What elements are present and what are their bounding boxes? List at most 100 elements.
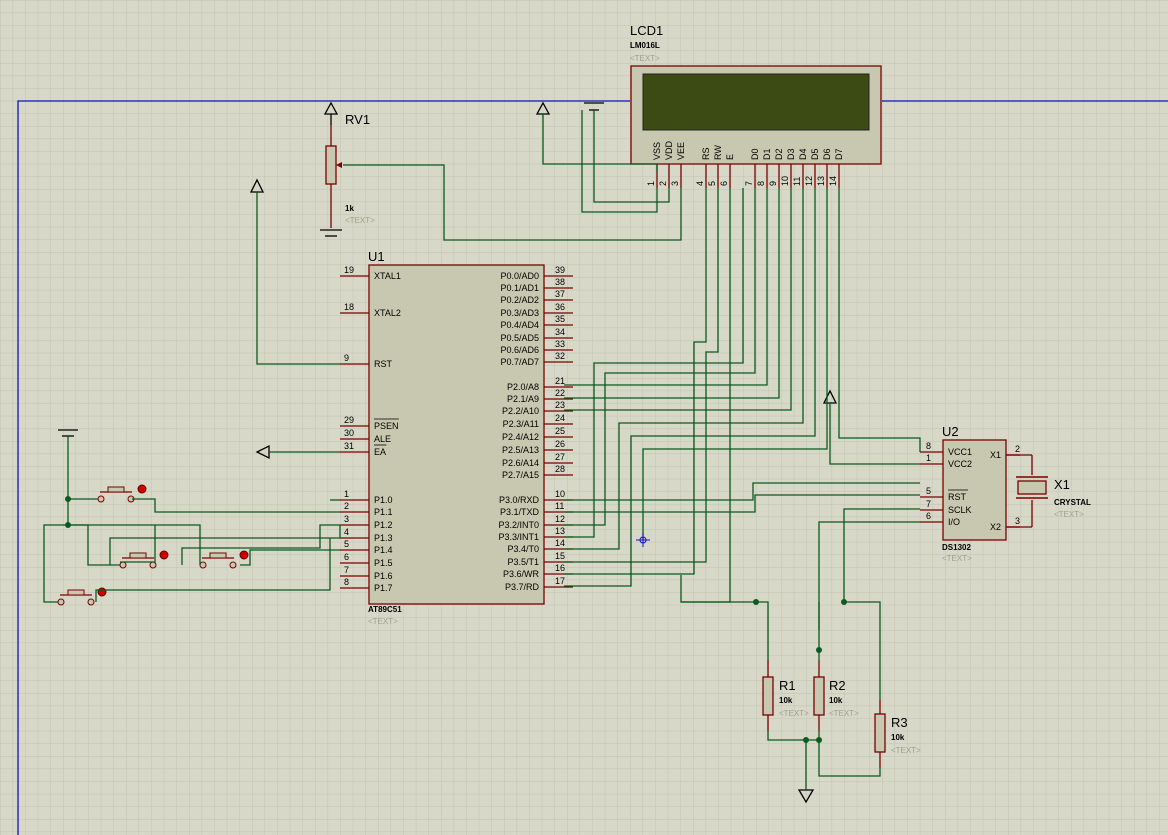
u2-pin-number: 7: [926, 499, 931, 509]
x1-text: <TEXT>: [1054, 510, 1084, 519]
lcd-pin-label: RW: [713, 145, 723, 160]
r3-component[interactable]: R3 10k <TEXT>: [874, 700, 921, 768]
lcd-pin-label: D5: [810, 148, 820, 160]
x1-ref: X1: [1054, 477, 1070, 492]
u1-pin-number: 35: [555, 314, 565, 324]
u1-pin-label: P2.0/A8: [507, 382, 539, 392]
u1-pin-number: 2: [344, 501, 349, 511]
u1-pin-number: 39: [555, 265, 565, 275]
u1-pin-label: P1.6: [374, 571, 393, 581]
u1-pin-label: RST: [374, 359, 393, 369]
lcd-pin-label: D3: [786, 148, 796, 160]
u1-pin-number: 22: [555, 388, 565, 398]
x1-value: CRYSTAL: [1054, 498, 1091, 507]
u1-pin-number: 33: [555, 339, 565, 349]
u1-pin-number: 36: [555, 302, 565, 312]
u1-pin-label: P0.4/AD4: [500, 320, 539, 330]
r3-text: <TEXT>: [891, 746, 921, 755]
lcd1-component[interactable]: LCD1 LM016L <TEXT> VSS1VDD2VEE3RS4RW5E6D…: [630, 23, 882, 188]
u1-pin-number: 29: [344, 415, 354, 425]
lcd1-screen: [642, 73, 870, 131]
rv1-component[interactable]: RV1 1k <TEXT>: [325, 112, 375, 228]
button-indicator-icon[interactable]: [159, 550, 169, 560]
u1-pin-number: 4: [344, 527, 349, 537]
lcd-pin-number: 9: [768, 181, 778, 186]
button-indicator-icon[interactable]: [137, 484, 147, 494]
u2-text: <TEXT>: [942, 554, 972, 563]
u2-pin-label: VCC2: [948, 459, 972, 469]
button-cap: [67, 589, 85, 596]
u1-pin-number: 25: [555, 426, 565, 436]
r1-component[interactable]: R1 10k <TEXT>: [762, 660, 809, 731]
u1-pin-label: P2.1/A9: [507, 394, 539, 404]
u1-pin-label: P3.4/T0: [507, 544, 539, 554]
u2-component[interactable]: U2 DS1302 <TEXT> 8VCC11VCC25RST7SCLK6I/O…: [920, 424, 1020, 563]
u1-pin-number: 37: [555, 289, 565, 299]
u1-pin-label: P3.1/TXD: [500, 507, 540, 517]
u1-pin-label: P1.3: [374, 533, 393, 543]
wires: [43, 110, 921, 790]
u1-pin-label: P3.7/RD: [505, 582, 540, 592]
u1-pin-label: P2.5/A13: [502, 445, 539, 455]
u2-pin-label: SCLK: [948, 505, 972, 515]
lcd-pin-number: 2: [658, 181, 668, 186]
push-buttons[interactable]: [57, 484, 249, 606]
r2-component[interactable]: R2 10k <TEXT>: [813, 660, 859, 731]
u1-pin-number: 5: [344, 539, 349, 549]
u1-pin-number: 30: [344, 428, 354, 438]
button-contact: [149, 561, 157, 569]
u1-pin-label: P1.2: [374, 520, 393, 530]
u1-pin-label: P0.0/AD0: [500, 271, 539, 281]
x1-component[interactable]: X1 CRYSTAL <TEXT>: [1006, 454, 1091, 528]
u1-body: [368, 264, 545, 605]
lcd-pin-label: D4: [798, 148, 808, 160]
button-contact: [87, 598, 95, 606]
junctions: [65, 496, 847, 743]
lcd-pin-number: 14: [828, 176, 838, 186]
lcd-pin-number: 5: [707, 181, 717, 186]
u1-pin-label: P0.5/AD5: [500, 333, 539, 343]
r2-ref: R2: [829, 678, 846, 693]
lcd-pin-number: 1: [646, 181, 656, 186]
lcd-pin-label: D0: [750, 148, 760, 160]
u1-pin-label: P2.7/A15: [502, 470, 539, 480]
button-contact: [97, 495, 105, 503]
x1-body: [1017, 480, 1047, 495]
lcd-pin-label: D2: [774, 148, 784, 160]
lcd-pin-number: 12: [804, 176, 814, 186]
u2-pin-label: X1: [990, 450, 1001, 460]
sheet-border: [17, 100, 630, 835]
r3-body: [874, 713, 886, 753]
r1-body: [762, 676, 774, 716]
u1-pin-number: 17: [555, 576, 565, 586]
r2-value: 10k: [829, 696, 843, 705]
u1-pin-label: P1.1: [374, 507, 393, 517]
u1-ref: U1: [368, 249, 385, 264]
u1-pin-label: P2.6/A14: [502, 458, 539, 468]
cursor-crosshair-icon: [636, 533, 650, 547]
u2-ref: U2: [942, 424, 959, 439]
button-cap: [107, 486, 125, 493]
lcd-pin-label: D7: [834, 148, 844, 160]
r1-text: <TEXT>: [779, 709, 809, 718]
lcd1-ref: LCD1: [630, 23, 663, 38]
button-indicator-icon[interactable]: [239, 550, 249, 560]
r1-ref: R1: [779, 678, 796, 693]
lcd-pin-label: E: [725, 154, 735, 160]
u1-pin-label: P0.1/AD1: [500, 283, 539, 293]
u1-pin-number: 27: [555, 452, 565, 462]
u1-component[interactable]: U1 AT89C51 <TEXT> 19XTAL118XTAL29RST29PS…: [340, 249, 573, 626]
u1-pin-number: 24: [555, 413, 565, 423]
lcd-pin-number: 11: [792, 177, 802, 186]
lcd-pin-label: RS: [701, 147, 711, 160]
u1-model: AT89C51: [368, 605, 402, 614]
lcd-pin-label: D6: [822, 148, 832, 160]
u1-pin-label: P1.7: [374, 583, 393, 593]
lcd-pin-number: 3: [670, 181, 680, 186]
u2-pin-number: 5: [926, 486, 931, 496]
button-indicator-icon[interactable]: [97, 587, 107, 597]
lcd-pin-label: D1: [762, 148, 772, 160]
lcd-pin-number: 4: [695, 181, 705, 186]
u1-pin-label: P3.5/T1: [507, 557, 539, 567]
